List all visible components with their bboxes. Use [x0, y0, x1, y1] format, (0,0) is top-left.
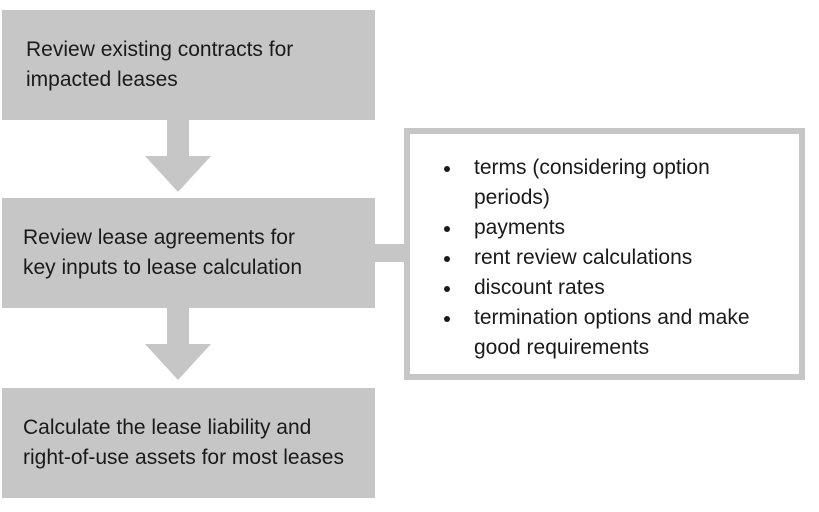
step-review-agreements-text: Review lease agreements for key inputs t…: [23, 226, 302, 279]
list-item: terms (considering option periods): [410, 153, 799, 213]
list-item-text: termination options and make good requir…: [474, 306, 750, 359]
list-item: discount rates: [410, 273, 799, 303]
bullet-icon: [444, 286, 450, 292]
list-item-text: terms (considering option periods): [474, 156, 710, 209]
key-inputs-box: terms (considering option periods) payme…: [404, 128, 805, 380]
list-item-text: payments: [474, 216, 566, 239]
step-calculate-liability-text: Calculate the lease liability and right-…: [23, 416, 344, 469]
step-review-contracts: Review existing contracts for impacted l…: [2, 10, 375, 120]
down-arrow-icon: [145, 308, 211, 380]
key-inputs-list: terms (considering option periods) payme…: [410, 153, 799, 363]
list-item-text: rent review calculations: [474, 246, 693, 269]
bullet-icon: [444, 226, 450, 232]
down-arrow-icon: [145, 120, 211, 192]
bullet-icon: [444, 166, 450, 172]
step-review-agreements: Review lease agreements for key inputs t…: [2, 198, 375, 308]
bullet-icon: [444, 316, 450, 322]
list-item-text: discount rates: [474, 276, 605, 299]
step-review-contracts-text: Review existing contracts for impacted l…: [26, 38, 294, 91]
list-item: termination options and make good requir…: [410, 303, 799, 363]
list-item: payments: [410, 213, 799, 243]
list-item: rent review calculations: [410, 243, 799, 273]
connector-bar: [375, 244, 407, 262]
bullet-icon: [444, 256, 450, 262]
step-calculate-liability: Calculate the lease liability and right-…: [2, 388, 375, 498]
